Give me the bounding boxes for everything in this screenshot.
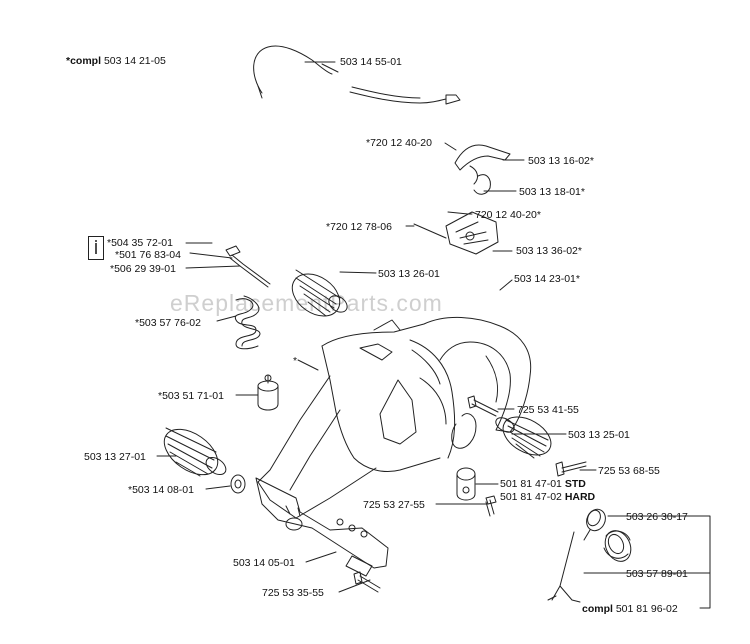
compl-bottom-label: compl 501 81 96-02 <box>582 603 678 615</box>
bolt-icon <box>353 571 381 593</box>
std-tag: STD <box>564 478 586 490</box>
part-label: *720 12 40-20 <box>366 137 432 149</box>
choke-rod-icon <box>225 245 271 288</box>
part-label-std: 501 81 47-01 STD <box>500 478 586 490</box>
spring-ring-icon <box>583 508 606 541</box>
legend-box <box>88 236 104 260</box>
part-label: *720 12 78-06 <box>326 221 392 233</box>
part-label-hard: 501 81 47-02 HARD <box>500 491 595 503</box>
compl-top-prefix: *compl <box>66 55 102 67</box>
coil-spring-icon <box>603 530 632 562</box>
washer-icon <box>230 474 246 494</box>
part-label: 725 53 35-55 <box>262 587 324 599</box>
rubber-buffer-right-icon <box>495 416 552 459</box>
av-mount-icon <box>456 467 476 501</box>
bolt-icon <box>485 495 497 517</box>
bracket-arm-icon <box>255 477 389 577</box>
compl-bottom-prefix: compl <box>582 603 613 615</box>
part-label: 503 57 89-01 <box>626 568 688 580</box>
part-number: 501 81 47-01 <box>500 478 562 490</box>
part-label: 503 14 55-01 <box>340 56 402 68</box>
part-label: * <box>293 355 298 367</box>
throttle-cable-icon <box>253 45 461 105</box>
wire-tool-icon <box>547 531 581 603</box>
part-number: 501 81 47-02 <box>500 491 562 503</box>
bolt-icon <box>555 461 587 477</box>
throttle-trigger-icon <box>413 144 511 255</box>
part-label: 503 14 23-01* <box>514 273 580 285</box>
part-label: 503 13 18-01* <box>519 186 585 198</box>
part-label: *501 76 83-04 <box>115 249 181 261</box>
info-i-icon <box>95 240 97 254</box>
part-label: 503 14 05-01 <box>233 557 295 569</box>
part-label: *503 57 76-02 <box>135 317 201 329</box>
part-label: *503 51 71-01 <box>158 390 224 402</box>
part-label: 725 53 41-55 <box>517 404 579 416</box>
part-label: 725 53 68-55 <box>598 465 660 477</box>
part-label: 720 12 40-20* <box>475 209 541 221</box>
part-label: 503 13 26-01 <box>378 268 440 280</box>
handle-housing-icon <box>257 316 532 519</box>
part-label: 503 26 30-17 <box>626 511 688 523</box>
bolt-icon <box>467 395 499 417</box>
spring-icon <box>234 295 261 350</box>
compl-top-number: 503 14 21-05 <box>103 55 166 67</box>
leader-lines <box>156 61 711 609</box>
part-label: *503 14 08-01 <box>128 484 194 496</box>
compl-top-label: *compl 503 14 21-05 <box>66 55 166 67</box>
part-label: *506 29 39-01 <box>110 263 176 275</box>
part-label: *504 35 72-01 <box>107 237 173 249</box>
small-buffer-icon <box>257 374 279 411</box>
part-label: 503 13 36-02* <box>516 245 582 257</box>
part-label: 503 13 25-01 <box>568 429 630 441</box>
compl-bottom-number: 501 81 96-02 <box>615 603 678 615</box>
rubber-buffer-top-icon <box>291 269 348 317</box>
hard-tag: HARD <box>564 491 596 503</box>
part-label: 503 13 16-02* <box>528 155 594 167</box>
rubber-buffer-left-icon <box>163 427 227 477</box>
part-label: 725 53 27-55 <box>363 499 425 511</box>
part-label: 503 13 27-01 <box>84 451 146 463</box>
watermark: eReplacementParts.com <box>170 290 443 316</box>
